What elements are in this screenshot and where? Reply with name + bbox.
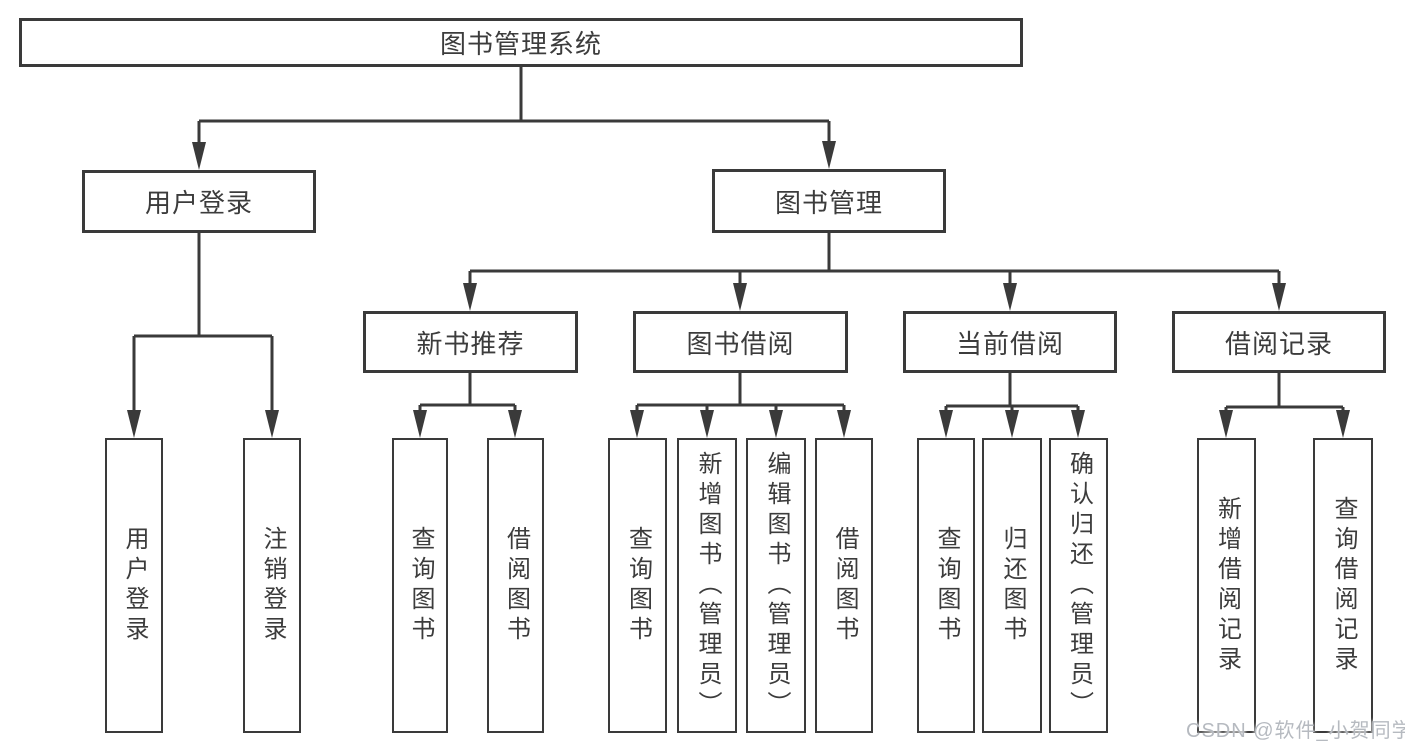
leaf-current-query-books-label: 查询图书 (933, 525, 960, 646)
leaf-borrow-add-books-admin-label: 新增图书（管理员） (694, 450, 721, 721)
leaf-newrec-query-books: 查询图书 (392, 438, 448, 733)
leaf-current-return-books-label: 归还图书 (999, 525, 1026, 646)
leaf-current-return-books: 归还图书 (982, 438, 1042, 733)
leaf-borrow-borrow-books: 借阅图书 (815, 438, 873, 733)
leaf-user-login-label: 用户登录 (121, 525, 148, 646)
arrow-down-icon (192, 142, 206, 170)
arrow-down-icon (1336, 410, 1350, 438)
node-book-management-label: 图书管理 (774, 187, 883, 218)
arrow-down-icon (837, 410, 851, 438)
arrow-down-icon (1003, 283, 1017, 311)
arrow-down-icon (463, 283, 477, 311)
leaf-borrow-borrow-books-label: 借阅图书 (831, 525, 858, 646)
node-book-borrow-label: 图书借阅 (686, 328, 795, 359)
node-borrow-records-label: 借阅记录 (1224, 328, 1333, 359)
node-borrow-records: 借阅记录 (1172, 311, 1386, 373)
arrow-down-icon (822, 141, 836, 169)
leaf-borrow-edit-books-admin-label: 编辑图书（管理员） (763, 450, 790, 721)
leaf-records-add-record: 新增借阅记录 (1197, 438, 1256, 733)
node-user-login-label: 用户登录 (144, 188, 253, 218)
arrow-down-icon (700, 410, 714, 438)
leaf-records-query-record: 查询借阅记录 (1313, 438, 1373, 733)
leaf-records-add-record-label: 新增借阅记录 (1213, 495, 1241, 676)
watermark: CSDN @软件_小贺同学 (1186, 720, 1405, 742)
arrow-down-icon (1071, 410, 1085, 438)
leaf-logout-label: 注销登录 (259, 525, 286, 646)
arrow-down-icon (508, 410, 522, 438)
leaf-current-confirm-return-admin: 确认归还（管理员） (1049, 438, 1108, 733)
arrow-down-icon (265, 410, 279, 438)
arrow-down-icon (769, 410, 783, 438)
arrow-down-icon (939, 410, 953, 438)
node-current-borrow: 当前借阅 (903, 311, 1117, 373)
leaf-current-confirm-return-admin-label: 确认归还（管理员） (1065, 450, 1093, 721)
leaf-borrow-query-books: 查询图书 (608, 438, 667, 733)
node-root-label: 图书管理系统 (439, 29, 602, 59)
leaf-newrec-borrow-books-label: 借阅图书 (502, 525, 530, 646)
arrow-down-icon (1219, 410, 1233, 438)
arrow-down-icon (413, 410, 427, 438)
leaf-borrow-add-books-admin: 新增图书（管理员） (677, 438, 737, 733)
leaf-newrec-query-books-label: 查询图书 (407, 525, 434, 646)
leaf-logout: 注销登录 (243, 438, 301, 733)
arrow-down-icon (1005, 410, 1019, 438)
node-new-book-recommend-label: 新书推荐 (416, 328, 525, 359)
node-new-book-recommend: 新书推荐 (363, 311, 578, 373)
leaf-borrow-edit-books-admin: 编辑图书（管理员） (746, 438, 806, 733)
arrow-down-icon (1272, 283, 1286, 311)
node-root: 图书管理系统 (19, 18, 1023, 67)
leaf-newrec-borrow-books: 借阅图书 (487, 438, 544, 733)
node-book-management: 图书管理 (712, 169, 946, 233)
node-book-borrow: 图书借阅 (633, 311, 848, 373)
arrow-down-icon (733, 283, 747, 311)
leaf-records-query-record-label: 查询借阅记录 (1330, 495, 1357, 676)
arrow-down-icon (127, 410, 141, 438)
node-current-borrow-label: 当前借阅 (955, 328, 1064, 359)
leaf-user-login: 用户登录 (105, 438, 163, 733)
leaf-borrow-query-books-label: 查询图书 (624, 525, 652, 646)
leaf-current-query-books: 查询图书 (917, 438, 975, 733)
node-user-login: 用户登录 (82, 170, 316, 233)
arrow-down-icon (630, 410, 644, 438)
